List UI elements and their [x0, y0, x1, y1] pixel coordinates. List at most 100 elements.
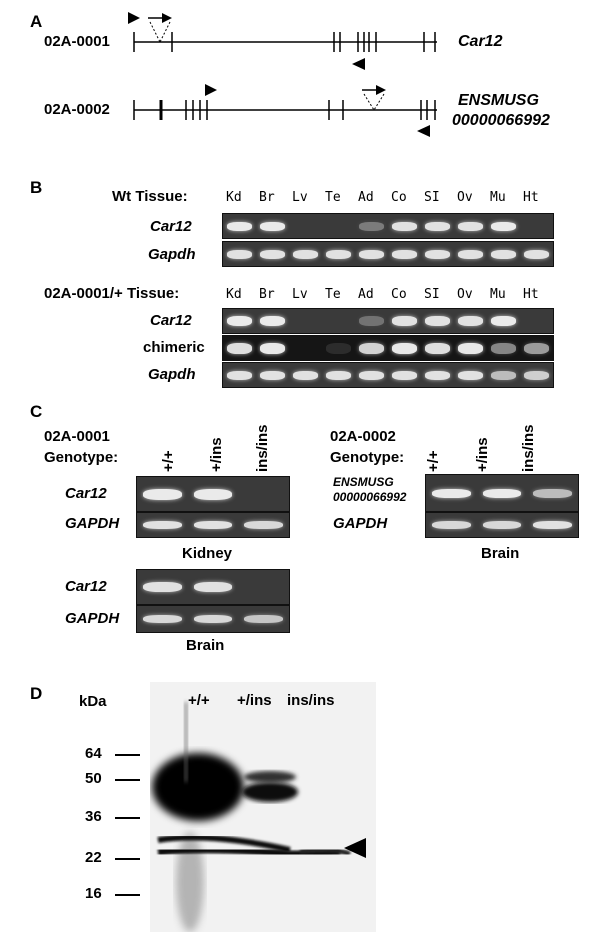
gel-band: [358, 370, 385, 380]
d-genotype-2: +/ins: [237, 692, 272, 709]
c-right-gt2: +/ins: [474, 437, 491, 472]
tick-36: [115, 817, 140, 819]
c-ens-label-2: 00000066992: [333, 490, 407, 504]
gel-band: [358, 316, 385, 326]
row-label-gapdh-mut: Gapdh: [148, 366, 196, 383]
tissue-label-ht: Ht: [523, 190, 539, 205]
tissue-label-te: Te: [325, 190, 341, 205]
gel-band: [391, 370, 418, 380]
panel-d-label: D: [30, 684, 43, 703]
gel-band: [391, 221, 418, 231]
primer-forward-icon: [376, 85, 386, 95]
gel-band: [391, 316, 418, 326]
c-left-gt1: +/+: [160, 450, 177, 472]
c-ens-label-1: ENSMUSG: [333, 475, 394, 489]
allele-id-1: 02A-0001: [44, 33, 110, 50]
gel-band: [457, 249, 484, 259]
c-right-gt1: +/+: [425, 450, 442, 472]
gel-band: [259, 342, 286, 354]
c-left-gt2: +/ins: [208, 437, 225, 472]
primer-reverse-icon: [352, 58, 365, 70]
exon-marks-row1: [133, 32, 436, 52]
tissue-label-co: Co: [391, 287, 407, 302]
c-gapdh-kidney-label: GAPDH: [65, 515, 120, 532]
gel-band: [424, 249, 451, 259]
tissue-label-si: SI: [424, 287, 440, 302]
c-left-id: 02A-0001: [44, 428, 110, 445]
gel-band: [226, 342, 253, 354]
gel-band: [424, 342, 451, 354]
gel-band: [259, 370, 286, 380]
gel-band: [391, 249, 418, 259]
primer-forward-icon: [128, 12, 140, 24]
gel-band: [226, 221, 253, 231]
tissue-label-kd: Kd: [226, 190, 242, 205]
marker-50: 50: [85, 770, 102, 787]
gel-band: [193, 488, 233, 500]
gel-band: [226, 370, 253, 380]
gel-mut-car12: [222, 308, 554, 334]
gene-name-2a: ENSMUSG: [458, 92, 539, 109]
gel-band: [432, 521, 471, 529]
row-label-gapdh: Gapdh: [148, 246, 196, 263]
gel-band: [259, 316, 286, 326]
gene-name-1: Car12: [458, 33, 503, 50]
tissue-label-mu: Mu: [490, 287, 506, 302]
marker-16: 16: [85, 885, 102, 902]
gel-band: [358, 342, 385, 354]
gel-band: [244, 521, 283, 529]
blot-bands: [152, 702, 351, 932]
gel-band: [490, 370, 517, 380]
gel-band: [226, 249, 253, 259]
gel-band: [226, 316, 253, 326]
tick-16: [115, 894, 140, 896]
primer-forward-icon: [162, 13, 172, 23]
gel-mut-gapdh: [222, 362, 554, 388]
tissue-label-te: Te: [325, 287, 341, 302]
d-genotype-3: ins/ins: [287, 692, 335, 709]
tissue-label-kd: Kd: [226, 287, 242, 302]
exon-marks-row2: [133, 100, 436, 120]
c-left-gt3: ins/ins: [254, 424, 271, 472]
kda-label: kDa: [79, 693, 107, 710]
tissue-label-br: Br: [259, 287, 275, 302]
western-blot: [150, 682, 376, 932]
gel-kidney-car12: [136, 476, 290, 512]
tissue-label-si: SI: [424, 190, 440, 205]
tissue-label-ad: Ad: [358, 287, 374, 302]
gel-band: [325, 342, 352, 354]
gel-band: [358, 249, 385, 259]
gel-band: [457, 221, 484, 231]
gel-band: [482, 521, 522, 529]
gel-band: [424, 316, 451, 326]
gel-band: [490, 342, 517, 354]
gel-band: [325, 370, 352, 380]
gel-wt-gapdh: [222, 241, 554, 267]
panel-b-label: B: [30, 178, 43, 197]
gel-brain-ensmusg: [425, 474, 579, 512]
gel-band: [490, 249, 517, 259]
gel-wt-car12: [222, 213, 554, 239]
gel-band: [325, 249, 352, 259]
marker-36: 36: [85, 808, 102, 825]
gel-brain-car12: [136, 569, 290, 605]
tissue-label-ov: Ov: [457, 287, 473, 302]
tissue-label-ad: Ad: [358, 190, 374, 205]
c-brain-label-right: Brain: [481, 545, 520, 562]
arrowhead-icon: [344, 838, 366, 858]
gel-band: [490, 316, 517, 326]
gel-band: [424, 370, 451, 380]
gel-band: [457, 370, 484, 380]
gel-mut-chimeric: [222, 335, 554, 361]
gene-structure-diagram: [128, 12, 437, 137]
tissue-label-lv: Lv: [292, 190, 308, 205]
tissue-label-br: Br: [259, 190, 275, 205]
gel-band: [523, 342, 550, 354]
c-left-genotype-label: Genotype:: [44, 449, 119, 466]
gel-band: [482, 488, 522, 498]
primer-reverse-icon: [417, 125, 430, 137]
row-label-car12-mut: Car12: [150, 312, 192, 329]
wt-tissue-title: Wt Tissue:: [112, 188, 188, 205]
gel-band: [523, 370, 550, 380]
